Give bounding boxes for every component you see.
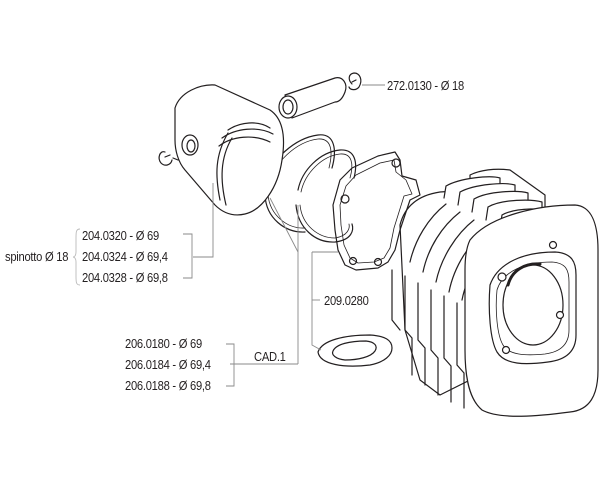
ring-part-number-2: 206.0184 - Ø 69,4 [125, 357, 211, 372]
piston [174, 84, 285, 216]
small-gasket [317, 334, 393, 367]
cylinder-gasket [332, 151, 421, 271]
ring-quantity-label: CAD.1 [254, 349, 286, 364]
brace-icon [73, 228, 81, 286]
piston-part-number-1: 204.0320 - Ø 69 [82, 228, 159, 243]
circlip-right [348, 72, 362, 91]
piston-part-number-2: 204.0324 - Ø 69,4 [82, 249, 168, 264]
circlip-part-number: 272.0130 - Ø 18 [387, 78, 464, 93]
circlip-left [158, 151, 179, 166]
cylinder [391, 168, 599, 417]
piston-part-number-3: 204.0328 - Ø 69,8 [82, 270, 168, 285]
piston-pin [278, 77, 347, 119]
piston-pin-label: spinotto Ø 18 [5, 249, 69, 264]
ring-part-number-3: 206.0188 - Ø 69,8 [125, 378, 211, 393]
gasket-part-number: 209.0280 [324, 293, 369, 308]
leader-lines [183, 84, 385, 387]
ring-part-number-1: 206.0180 - Ø 69 [125, 336, 202, 351]
